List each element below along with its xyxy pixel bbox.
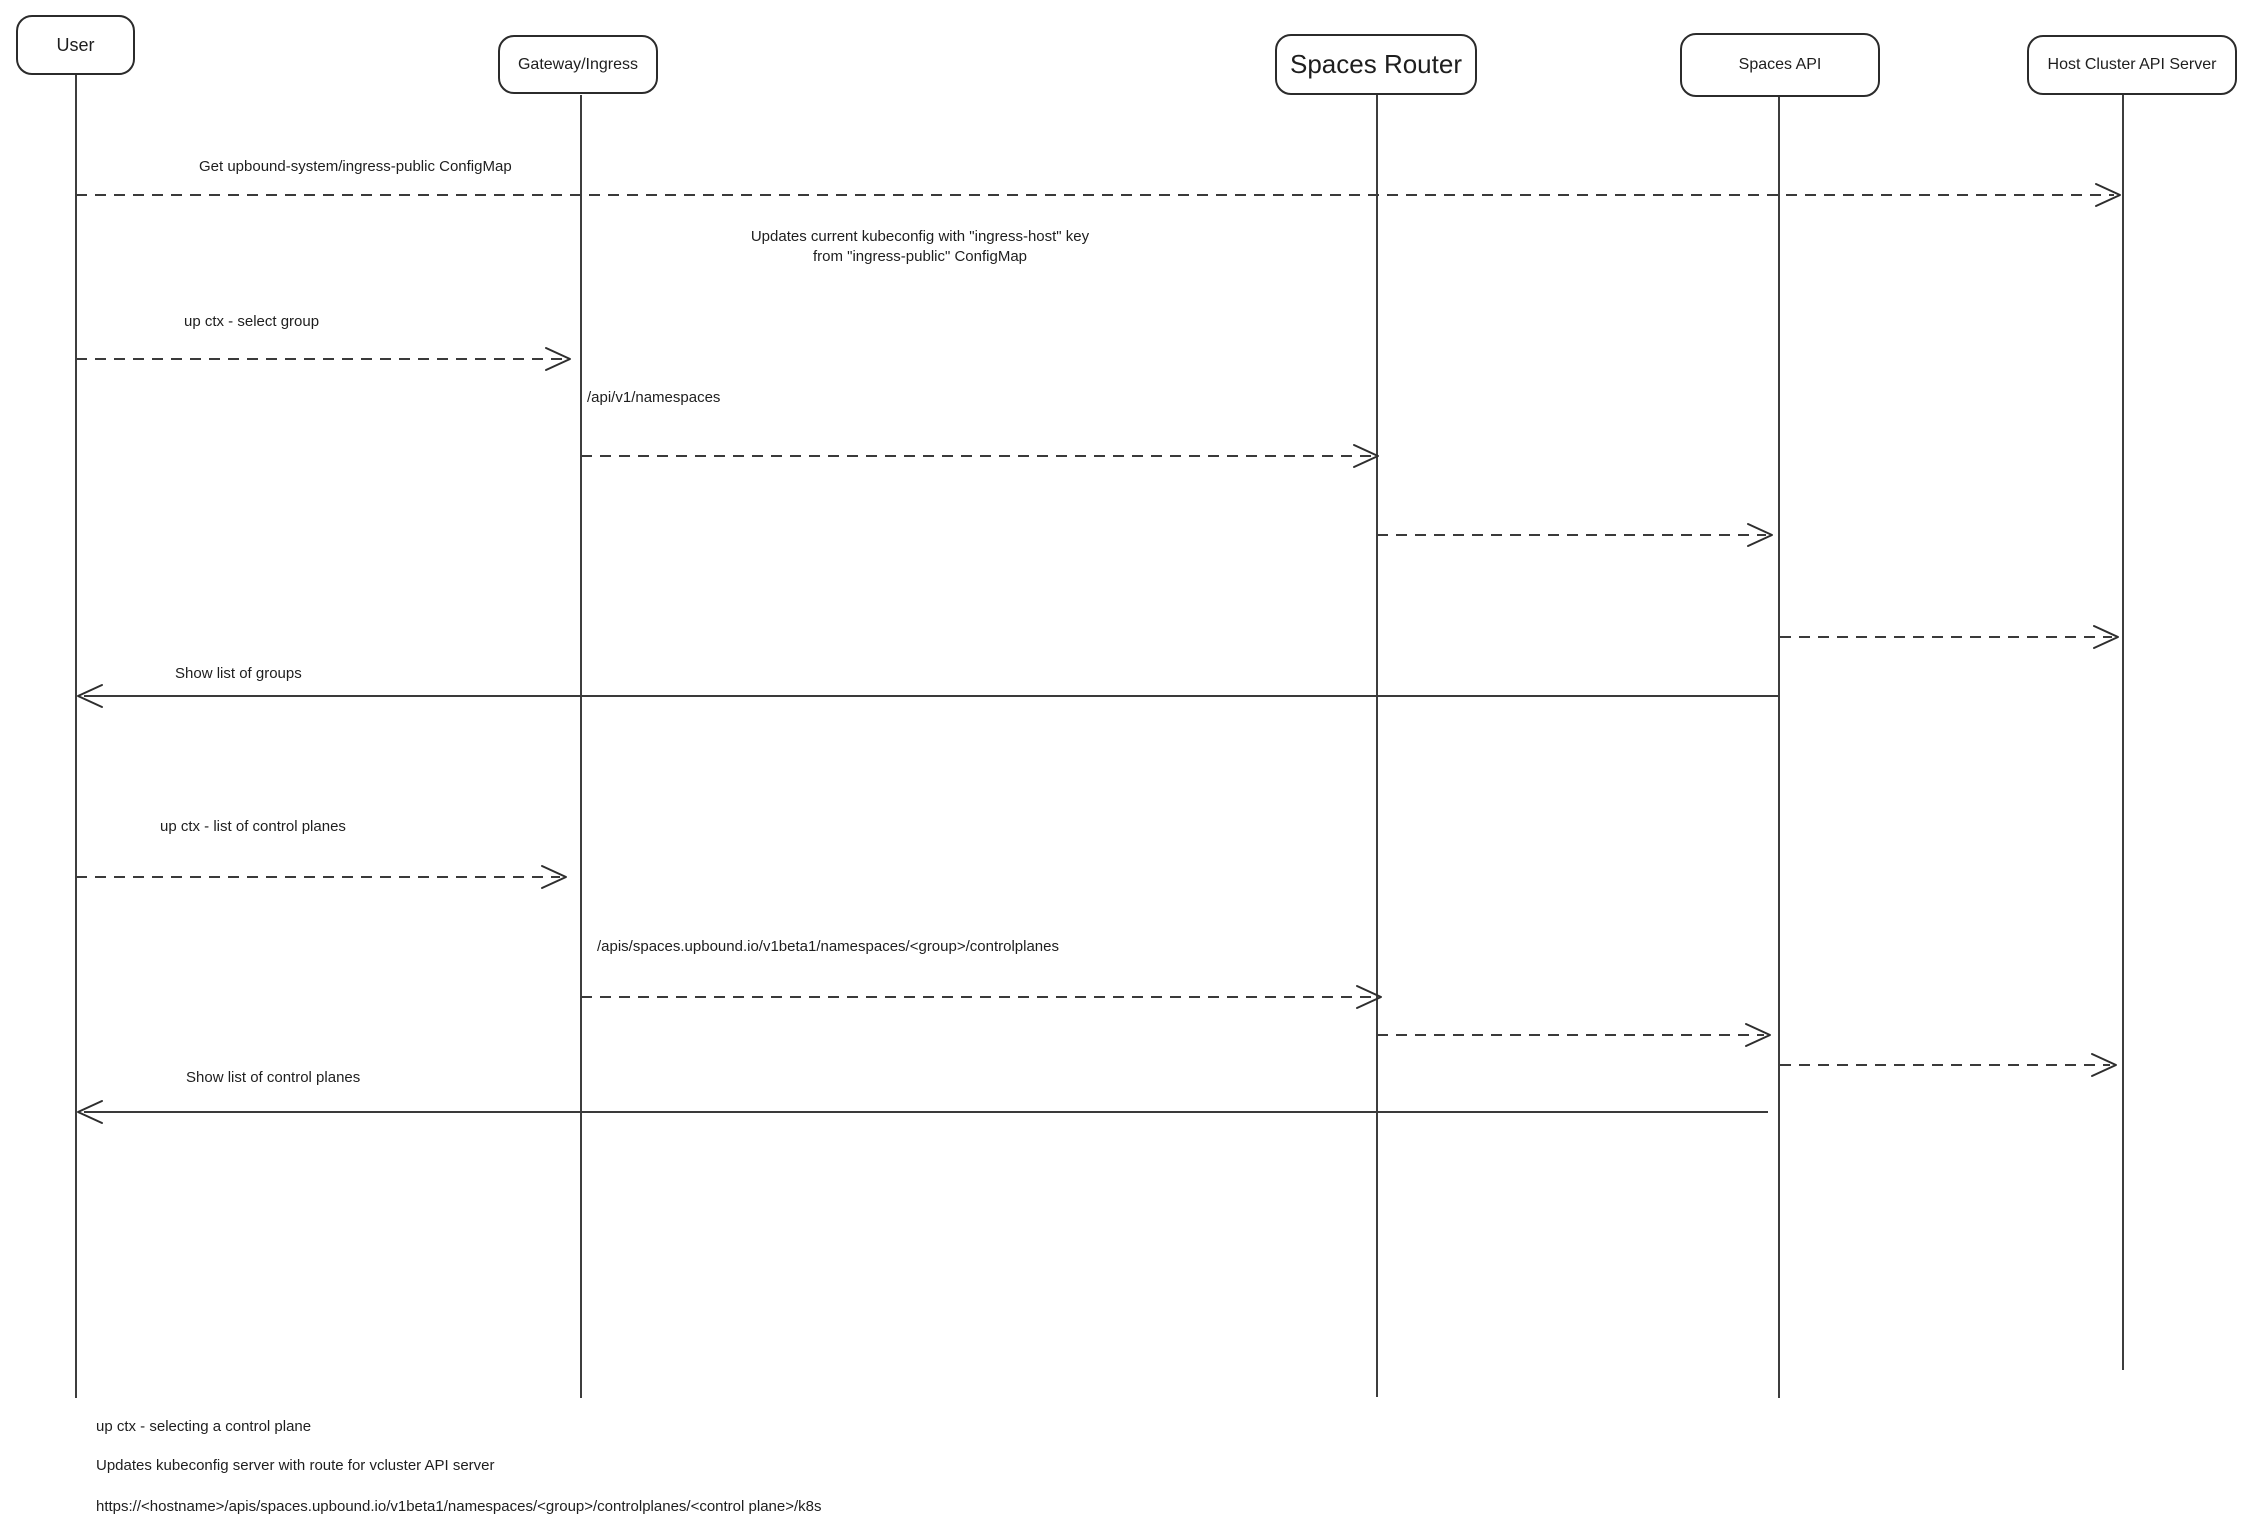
footnote-selecting-control-plane: up ctx - selecting a control plane (96, 1418, 312, 1435)
actor-spaces-router-label: Spaces Router (1290, 49, 1462, 79)
lifeline-gateway-ingress (580, 95, 582, 1398)
actor-spaces-api: Spaces API (1680, 33, 1880, 97)
arrow-show-control-planes (77, 1100, 1768, 1124)
arrowhead-right-icon (1745, 1023, 1771, 1047)
actor-spaces-router: Spaces Router (1275, 34, 1477, 95)
arrow-router-to-spaces-api (1377, 523, 1773, 547)
arrowhead-left-icon (77, 1100, 103, 1124)
lifeline-user (75, 75, 77, 1398)
actor-gateway-ingress-label: Gateway/Ingress (517, 55, 639, 73)
arrow-select-group (76, 347, 571, 371)
message-label-get-configmap: Get upbound-system/ingress-public Config… (199, 158, 512, 175)
actor-user: User (16, 15, 135, 75)
actor-host-cluster-api-server: Host Cluster API Server (2027, 35, 2237, 95)
footnote-vcluster-url: https://<hostname>/apis/spaces.upbound.i… (96, 1498, 822, 1515)
actor-spaces-api-label: Spaces API (1738, 56, 1822, 73)
arrowhead-right-icon (1747, 523, 1773, 547)
arrow-apis-controlplanes (581, 985, 1382, 1009)
arrow-spaces-api-to-host (1780, 625, 2119, 649)
actor-host-cluster-api-server-label: Host Cluster API Server (2047, 56, 2217, 73)
arrow-spaces-api-to-host-2 (1780, 1053, 2117, 1077)
actor-gateway-ingress: Gateway/Ingress (498, 35, 658, 94)
footnote-updates-kubeconfig: Updates kubeconfig server with route for… (96, 1457, 495, 1474)
arrowhead-right-icon (2091, 1053, 2117, 1077)
arrowhead-right-icon (2093, 625, 2119, 649)
lifeline-spaces-api (1778, 97, 1780, 1398)
message-label-apis-controlplanes: /apis/spaces.upbound.io/v1beta1/namespac… (597, 938, 1059, 955)
arrowhead-left-icon (77, 684, 103, 708)
arrowhead-right-icon (545, 347, 571, 371)
arrowhead-right-icon (1353, 444, 1379, 468)
arrowhead-right-icon (2095, 183, 2121, 207)
arrow-get-configmap (76, 183, 2121, 207)
arrow-api-namespaces (581, 444, 1379, 468)
lifeline-host-cluster-api-server (2122, 95, 2124, 1370)
message-label-show-groups: Show list of groups (175, 665, 302, 682)
message-label-show-control-planes: Show list of control planes (186, 1069, 361, 1086)
arrow-router-to-spaces-api-2 (1377, 1023, 1771, 1047)
kubeconfig-note: Updates current kubeconfig with "ingress… (730, 227, 1110, 267)
arrowhead-right-icon (1356, 985, 1382, 1009)
arrow-show-groups (77, 684, 1778, 708)
lifeline-spaces-router (1376, 94, 1378, 1397)
message-label-select-group: up ctx - select group (184, 313, 320, 330)
kubeconfig-note-line1: Updates current kubeconfig with "ingress… (750, 228, 1090, 245)
actor-user-label: User (56, 34, 95, 55)
kubeconfig-note-line2: from "ingress-public" ConfigMap (812, 248, 1028, 265)
arrowhead-right-icon (541, 865, 567, 889)
arrow-list-control-planes (76, 865, 567, 889)
message-label-list-control-planes: up ctx - list of control planes (160, 818, 346, 835)
message-label-api-namespaces: /api/v1/namespaces (587, 389, 721, 406)
